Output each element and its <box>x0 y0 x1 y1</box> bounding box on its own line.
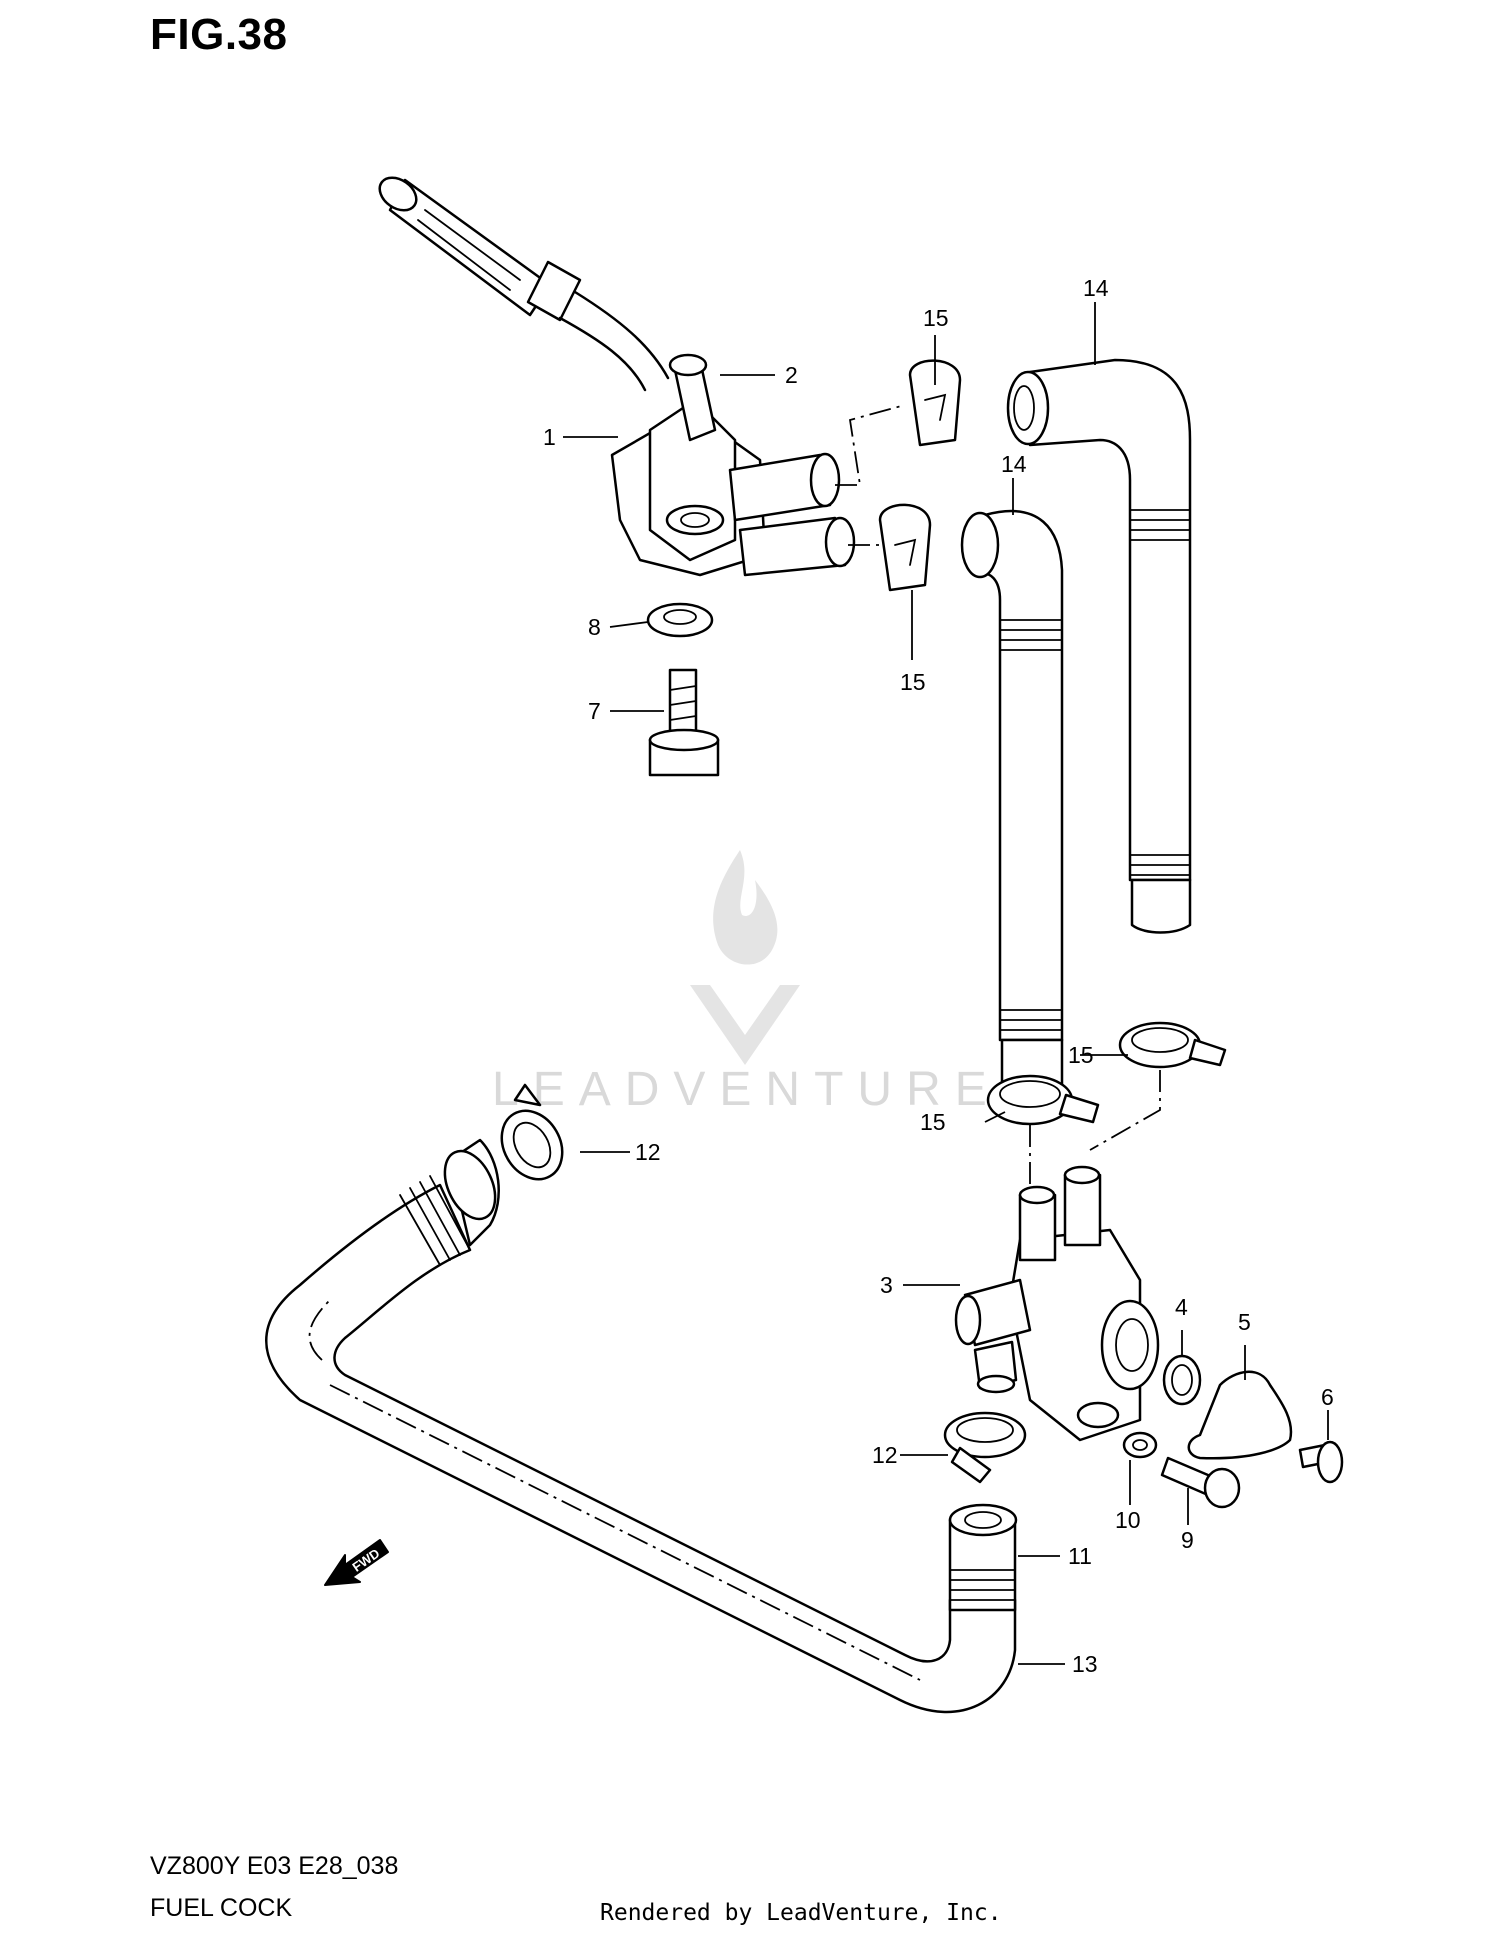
leadventure-watermark: LEADVENTURE <box>492 850 1001 1116</box>
o-ring-part-4 <box>1162 1354 1202 1406</box>
fuel-hose-part-14-right <box>1006 358 1192 934</box>
callout-6: 6 <box>1321 1384 1334 1410</box>
callout-11: 11 <box>1068 1543 1092 1569</box>
forward-direction-arrow-icon: FWD <box>324 1539 389 1586</box>
washer-part-8 <box>646 602 714 638</box>
leader-lines <box>563 302 1329 1665</box>
watermark-text: LEADVENTURE <box>492 1063 1001 1116</box>
hose-clamp-upper-1 <box>908 359 962 447</box>
callout-10: 10 <box>1115 1507 1141 1533</box>
hose-end-part-11 <box>948 1503 1018 1612</box>
assembly-dash-3 <box>1089 1070 1161 1151</box>
callout-3: 3 <box>880 1272 893 1298</box>
screw-part-6 <box>1298 1440 1344 1484</box>
bolt-part-9 <box>1160 1456 1241 1509</box>
callout-15-right: 15 <box>1068 1042 1094 1068</box>
hose-clamp-upper-2 <box>878 503 932 592</box>
hose-clamp-part-12-upper <box>500 1083 564 1181</box>
lever-part-5 <box>1187 1370 1293 1460</box>
callout-15-upper: 15 <box>923 305 949 331</box>
figure-name: FUEL COCK <box>150 1894 293 1922</box>
model-code: VZ800Y E03 E28_038 <box>150 1852 399 1880</box>
callout-14-lower: 14 <box>1001 451 1027 477</box>
fuel-cock-body <box>610 353 856 577</box>
callout-5: 5 <box>1238 1309 1251 1335</box>
fuel-hose-part-14-left <box>960 509 1064 1094</box>
callout-numbers: 1 2 3 4 5 6 7 8 9 10 11 12 12 13 14 14 1… <box>543 275 1334 1677</box>
hose-clamp-part-12-lower <box>943 1411 1027 1484</box>
callout-2: 2 <box>785 362 798 388</box>
callout-13: 13 <box>1072 1651 1098 1677</box>
callout-12-upper: 12 <box>635 1139 661 1165</box>
fuel-hose-part-13 <box>265 1138 1017 1714</box>
callout-15-left: 15 <box>920 1109 946 1135</box>
assembly-dash-1 <box>835 404 906 486</box>
hose-clamp-lower-2 <box>986 1074 1100 1126</box>
callout-7: 7 <box>588 698 601 724</box>
figure-title: FIG.38 <box>150 10 288 59</box>
callout-12-lower: 12 <box>872 1442 898 1468</box>
rendered-by-credit: Rendered by LeadVenture, Inc. <box>600 1900 1002 1926</box>
bolt-part-7 <box>648 668 720 777</box>
callout-1: 1 <box>543 424 556 450</box>
callout-14-upper: 14 <box>1083 275 1109 301</box>
hose-path-line-1 <box>308 1299 331 1361</box>
fuel-strainer-pipe <box>378 176 670 392</box>
callout-4: 4 <box>1175 1294 1188 1320</box>
callout-8: 8 <box>588 614 601 640</box>
fuel-cock-lower <box>954 1165 1160 1442</box>
washer-part-10 <box>1122 1431 1158 1459</box>
callout-15-middle: 15 <box>900 669 926 695</box>
hose-clamp-lower-1 <box>1118 1021 1227 1069</box>
callout-9: 9 <box>1181 1527 1194 1553</box>
